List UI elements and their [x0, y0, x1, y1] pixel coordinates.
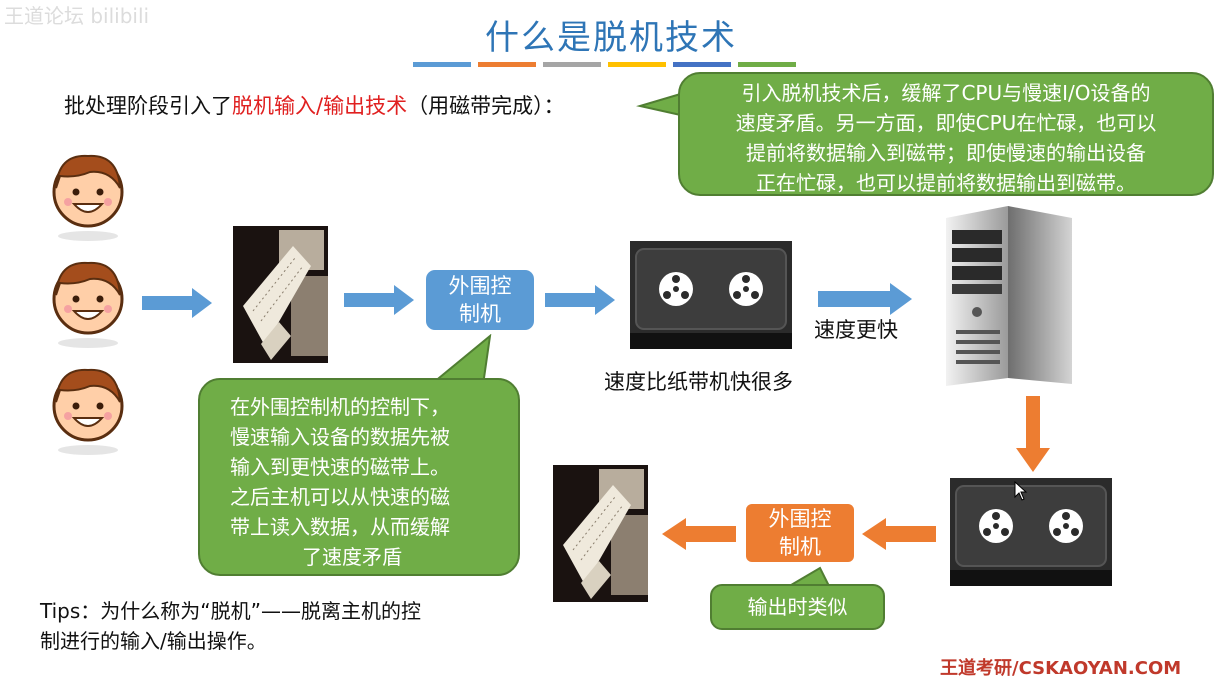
callout-output: 输出时类似 [710, 584, 885, 630]
watermark: 王道论坛 bilibili [4, 4, 150, 28]
intro-text: 批处理阶段引入了脱机输入/输出技术（用磁带完成）： [64, 90, 565, 120]
callout-mid-line-2: 慢速输入设备的数据先被 [230, 425, 450, 449]
arrow-right-icon [344, 285, 414, 315]
paper-tape-machine-icon [233, 226, 328, 363]
callout-mid-line-1: 在外围控制机的控制下， [230, 395, 450, 419]
callout-top: 引入脱机技术后，缓解了CPU与慢速I/O设备的 速度矛盾。另一方面，即使CPU在… [678, 72, 1214, 196]
callout-top-line-2: 速度矛盾。另一方面，即使CPU在忙碌，也可以 [735, 111, 1157, 135]
callout-top-line-3: 提前将数据输入到磁带；即使慢速的输出设备 [746, 141, 1146, 165]
user-face-icon [52, 261, 124, 348]
peripheral-controller-bottom: 外围控 制机 [746, 504, 854, 562]
computer-host-icon [946, 206, 1072, 386]
tips-line-1: Tips：为什么称为“脱机”——脱离主机的控 [40, 599, 421, 623]
callout-mid-line-6: 了速度矛盾 [302, 545, 402, 569]
title-underline-2 [478, 62, 536, 67]
callout-top-line-1: 引入脱机技术后，缓解了CPU与慢速I/O设备的 [741, 81, 1151, 105]
peripheral-controller-top: 外围控 制机 [426, 270, 534, 330]
callout-top-line-4: 正在忙碌，也可以提前将数据输出到磁带。 [756, 171, 1136, 195]
title-underline-1 [413, 62, 471, 67]
tips-text: Tips：为什么称为“脱机”——脱离主机的控 制进行的输入/输出操作。 [40, 596, 540, 656]
arrow-left-icon [662, 518, 736, 550]
faster-label: 速度更快 [814, 318, 898, 342]
callout-mid-line-4: 之后主机可以从快速的磁 [230, 485, 450, 509]
title-underline-4 [608, 62, 666, 67]
title-underline-6 [738, 62, 796, 67]
arrow-right-icon [545, 285, 615, 315]
callout-mid-line-5: 带上读入数据，从而缓解 [230, 515, 450, 539]
mouse-cursor-icon [1014, 481, 1028, 501]
title-underline-3 [543, 62, 601, 67]
user-face-icon [52, 154, 124, 241]
intro-before: 批处理阶段引入了 [64, 94, 232, 118]
peripheral-bottom-line-1: 外围控 [768, 507, 832, 531]
page-title: 什么是脱机技术 [485, 18, 737, 58]
paper-tape-machine-icon [553, 465, 648, 602]
intro-highlight: 脱机输入/输出技术 [232, 94, 408, 118]
user-face-icon [52, 368, 124, 455]
peripheral-bottom-line-2: 制机 [779, 535, 821, 559]
peripheral-top-line-1: 外围控 [448, 274, 512, 298]
tape-drive-icon [630, 241, 792, 349]
intro-after: （用磁带完成）： [407, 94, 565, 118]
arrow-down-icon [1016, 396, 1050, 472]
tape-speed-label: 速度比纸带机快很多 [604, 370, 793, 394]
peripheral-top-line-2: 制机 [459, 302, 501, 326]
title-underline-5 [673, 62, 731, 67]
arrow-right-icon [142, 288, 212, 318]
arrow-left-icon [862, 518, 936, 550]
footer-brand: 王道考研/CSKAOYAN.COM [940, 658, 1182, 679]
tips-line-2: 制进行的输入/输出操作。 [40, 629, 267, 653]
tape-drive-icon [950, 478, 1112, 586]
callout-mid-line-3: 输入到更快速的磁带上。 [230, 455, 450, 479]
callout-mid: 在外围控制机的控制下， 慢速输入设备的数据先被 输入到更快速的磁带上。 之后主机… [198, 378, 520, 576]
arrow-right-icon [818, 283, 912, 315]
